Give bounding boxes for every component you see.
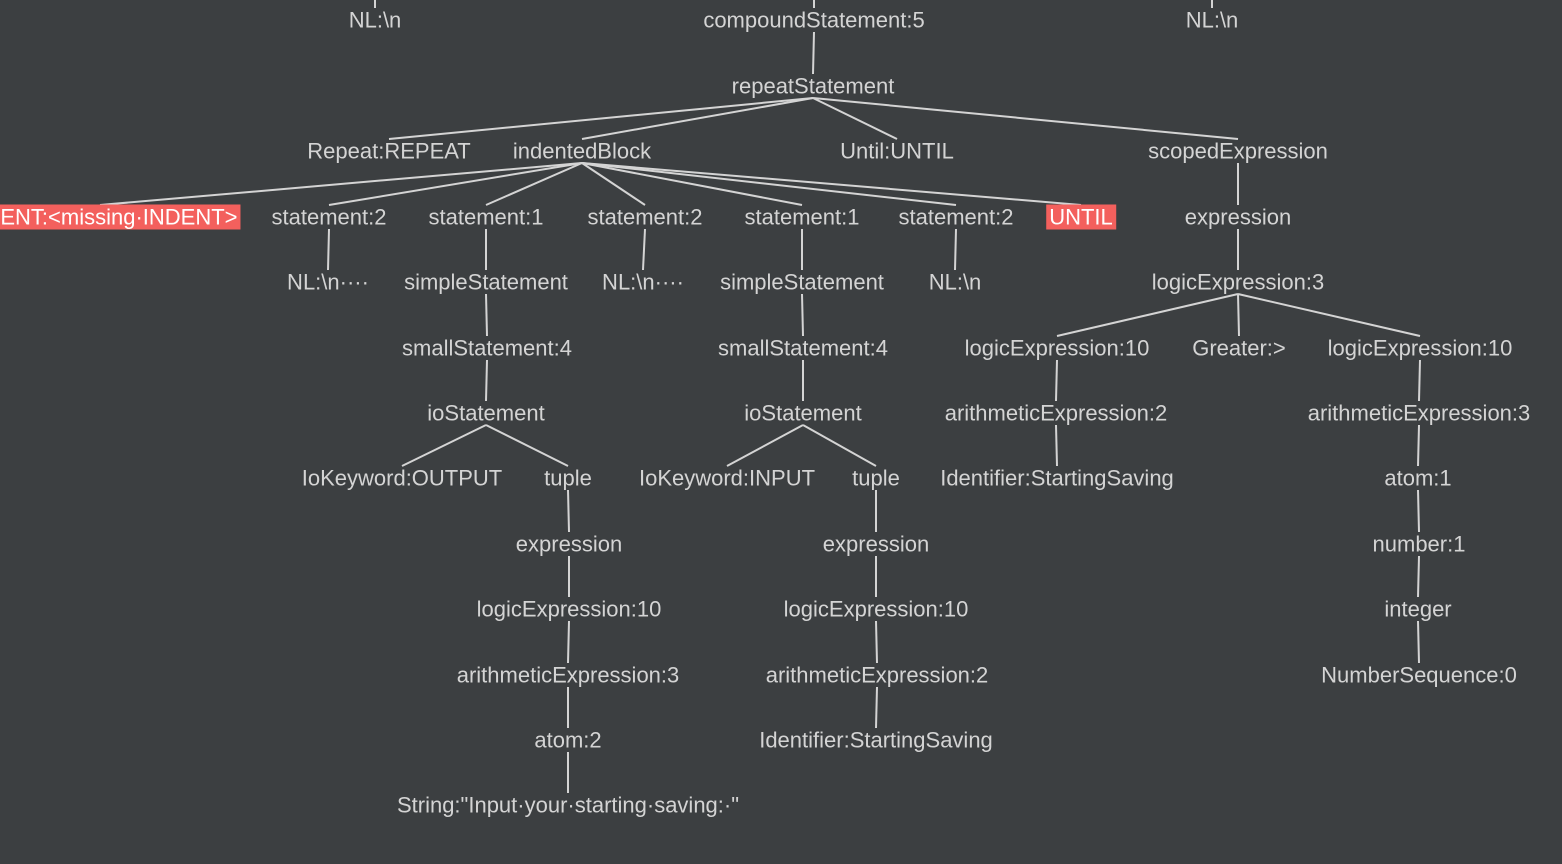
tree-node[interactable]: String:"Input·your·starting·saving:·"	[396, 792, 740, 818]
tree-edge	[485, 359, 488, 402]
tree-node[interactable]: simpleStatement	[720, 269, 884, 295]
tree-node[interactable]: smallStatement:4	[718, 335, 888, 361]
tree-edge	[581, 162, 803, 206]
tree-node[interactable]: NL:\n	[1185, 7, 1239, 33]
tree-node[interactable]: Until:UNTIL	[840, 138, 954, 164]
tree-node[interactable]: NumberSequence:0	[1321, 662, 1517, 688]
tree-node[interactable]: indentedBlock	[512, 138, 652, 164]
error-node[interactable]: INDENT:<missing·INDENT>	[0, 204, 241, 230]
tree-node[interactable]: Greater:>	[1192, 335, 1286, 361]
tree-node[interactable]: statement:2	[271, 204, 387, 230]
tree-node[interactable]: ioStatement	[427, 400, 545, 426]
tree-node[interactable]: NL:\n	[348, 7, 402, 33]
tree-edge	[1237, 293, 1421, 337]
tree-edge	[485, 162, 583, 206]
tree-edge	[401, 424, 487, 467]
tree-edge	[99, 162, 583, 206]
tree-node[interactable]: expression	[822, 531, 930, 557]
tree-edge	[875, 686, 878, 729]
error-node[interactable]: UNTIL	[1046, 204, 1116, 230]
tree-edge	[1237, 293, 1240, 337]
tree-node[interactable]: smallStatement:4	[402, 335, 572, 361]
tree-node[interactable]: logicExpression:10	[964, 335, 1150, 361]
tree-node[interactable]: NL:\n····	[602, 269, 684, 295]
tree-edge	[1417, 620, 1420, 664]
tree-node[interactable]: statement:2	[587, 204, 703, 230]
tree-edge	[1418, 359, 1421, 402]
tree-node[interactable]: scopedExpression	[1148, 138, 1328, 164]
tree-node[interactable]: logicExpression:3	[1151, 269, 1325, 295]
tree-node[interactable]: arithmeticExpression:3	[1307, 400, 1531, 426]
tree-node[interactable]: Identifier:StartingSaving	[940, 465, 1174, 491]
tree-node[interactable]: Identifier:StartingSaving	[759, 727, 993, 753]
tree-edge	[328, 162, 583, 206]
tree-edge	[567, 489, 570, 533]
tree-edge	[1417, 489, 1420, 533]
tree-node[interactable]: compoundStatement:5	[703, 7, 925, 33]
tree-node[interactable]: IoKeyword:OUTPUT	[301, 465, 503, 491]
tree-node[interactable]: Repeat:REPEAT	[307, 138, 471, 164]
tree-edge	[1417, 555, 1420, 598]
tree-edge	[485, 293, 488, 337]
tree-edge	[327, 228, 330, 271]
tree-node[interactable]: expression	[1184, 204, 1292, 230]
tree-node[interactable]: arithmeticExpression:2	[765, 662, 989, 688]
tree-edge	[581, 97, 814, 140]
tree-node[interactable]: ioStatement	[744, 400, 862, 426]
tree-node[interactable]: NL:\n····	[287, 269, 369, 295]
tree-edge	[581, 162, 957, 206]
tree-node[interactable]: expression	[515, 531, 623, 557]
tree-node[interactable]: NL:\n	[928, 269, 982, 295]
tree-node[interactable]: number:1	[1372, 531, 1466, 557]
tree-node[interactable]: statement:2	[898, 204, 1014, 230]
tree-edge	[802, 424, 877, 467]
tree-node[interactable]: logicExpression:10	[476, 596, 662, 622]
tree-edge	[812, 97, 898, 140]
tree-node[interactable]: simpleStatement	[404, 269, 568, 295]
tree-edge	[812, 97, 1239, 140]
tree-edge	[812, 31, 815, 75]
tree-node[interactable]: logicExpression:10	[783, 596, 969, 622]
tree-edge	[1055, 359, 1058, 402]
tree-node[interactable]: arithmeticExpression:2	[944, 400, 1168, 426]
tree-edge	[1417, 424, 1420, 467]
tree-node[interactable]: atom:2	[534, 727, 602, 753]
tree-edge	[954, 228, 957, 271]
tree-edge	[485, 424, 569, 467]
tree-node[interactable]: arithmeticExpression:3	[456, 662, 680, 688]
tree-node[interactable]: statement:1	[744, 204, 860, 230]
tree-node[interactable]: logicExpression:10	[1327, 335, 1513, 361]
tree-node[interactable]: statement:1	[428, 204, 544, 230]
tree-edge	[1056, 293, 1239, 337]
tree-edge	[1055, 424, 1058, 467]
tree-edge	[581, 162, 646, 206]
tree-node[interactable]: tuple	[544, 465, 592, 491]
tree-edge	[642, 228, 646, 271]
tree-node[interactable]: tuple	[852, 465, 900, 491]
tree-edge	[875, 620, 878, 664]
tree-edge	[726, 424, 804, 467]
tree-node[interactable]: integer	[1384, 596, 1452, 622]
tree-edge	[388, 97, 814, 140]
tree-edge	[801, 293, 804, 337]
tree-node[interactable]: repeatStatement	[731, 73, 895, 99]
tree-node[interactable]: IoKeyword:INPUT	[638, 465, 816, 491]
tree-node[interactable]: atom:1	[1384, 465, 1452, 491]
tree-edge	[581, 162, 1082, 206]
tree-edge	[567, 620, 570, 664]
